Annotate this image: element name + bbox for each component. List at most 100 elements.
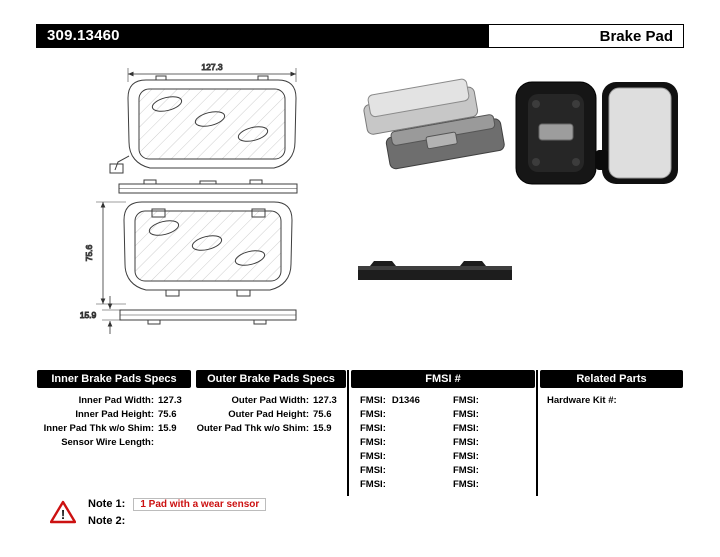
logo-stamp (148, 220, 180, 236)
outer-specs-column: Outer Brake Pads Specs Outer Pad Width: … (195, 370, 347, 436)
spec-label: Inner Pad Thk w/o Shim: (43, 423, 154, 434)
outer-pad-drawing: 127.3 (109, 62, 297, 174)
fmsi-value (386, 437, 392, 448)
technical-diagram: 127.3 75.6 (79, 62, 678, 334)
fmsi-entry: FMSI: (350, 422, 443, 436)
fmsi-value (479, 465, 485, 476)
fmsi-label: FMSI: (453, 395, 479, 406)
spec-value: 75.6 (158, 409, 177, 420)
logo-stamp (191, 235, 223, 251)
note-2-label: Note 2: (88, 515, 126, 527)
fmsi-label: FMSI: (360, 437, 386, 448)
header-bar: 309.13460 Brake Pad (36, 24, 684, 48)
fmsi-value (479, 437, 485, 448)
pad-side-profile-photo (358, 261, 512, 280)
dim-height-label: 75.6 (84, 244, 94, 261)
fmsi-value: D1346 (391, 395, 420, 406)
pad-friction-photo (596, 82, 678, 184)
warning-icon: ! (50, 500, 76, 524)
dim-thickness-label: 15.9 (80, 310, 97, 320)
part-number: 309.13460 (47, 27, 120, 44)
spec-label: Inner Pad Height: (75, 409, 154, 420)
logo-stamp (194, 111, 226, 127)
fmsi-value (386, 423, 392, 434)
fmsi-entry: FMSI: (350, 464, 443, 478)
fmsi-value (386, 451, 392, 462)
outer-specs-header: Outer Brake Pads Specs (196, 370, 346, 388)
fmsi-entry: FMSI: (350, 408, 443, 422)
fmsi-value (479, 423, 485, 434)
pads-3d-photo (363, 78, 505, 170)
logo-stamp (151, 96, 183, 112)
spec-value: 127.3 (158, 395, 182, 406)
product-title: Brake Pad (599, 27, 673, 45)
spec-row: Outer Pad Thk w/o Shim: 15.9 (195, 422, 347, 436)
fmsi-header: FMSI # (351, 370, 535, 388)
dim-width-label: 127.3 (201, 62, 223, 72)
fmsi-entry: FMSI: (443, 450, 536, 464)
fmsi-col-left: FMSI: D1346 FMSI: FMSI: FMSI: FMSI: FMSI:… (350, 394, 443, 492)
inner-specs-header: Inner Brake Pads Specs (37, 370, 191, 388)
inner-pad-drawing: 75.6 (84, 201, 293, 305)
fmsi-label: FMSI: (360, 409, 386, 420)
fmsi-label: FMSI: (453, 451, 479, 462)
fmsi-value (386, 479, 392, 490)
fmsi-label: FMSI: (453, 479, 479, 490)
spec-value: 15.9 (158, 423, 177, 434)
fmsi-label: FMSI: (360, 465, 386, 476)
fmsi-value (386, 409, 392, 420)
fmsi-col-right: FMSI: FMSI: FMSI: FMSI: FMSI: FMSI: FMSI… (443, 394, 536, 492)
logo-stamp (234, 250, 266, 266)
note-1: Note 1: 1 Pad with a wear sensor (88, 496, 267, 513)
fmsi-label: FMSI: (360, 395, 386, 406)
note-2: Note 2: (88, 513, 266, 530)
dim-thickness: 15.9 (79, 296, 122, 334)
svg-text:!: ! (61, 507, 65, 522)
spec-label: Inner Pad Width: (78, 395, 154, 406)
notes-section: ! Note 1: 1 Pad with a wear sensor Note … (50, 496, 267, 546)
edge-view-top-drawing (118, 179, 298, 194)
logo-stamp (237, 126, 269, 142)
fmsi-label: FMSI: (360, 451, 386, 462)
table-divider (347, 370, 349, 496)
pad-back-photo (515, 81, 597, 185)
fmsi-column: FMSI # FMSI: D1346 FMSI: FMSI: FMSI: FMSI… (350, 370, 536, 492)
spec-row: Inner Pad Thk w/o Shim: 15.9 (36, 422, 192, 436)
fmsi-value (479, 409, 485, 420)
spec-value: 127.3 (313, 395, 337, 406)
fmsi-entry: FMSI: (443, 436, 536, 450)
related-parts-row: Hardware Kit #: (539, 394, 684, 408)
fmsi-entry: FMSI: (443, 422, 536, 436)
fmsi-label: FMSI: (360, 423, 386, 434)
spec-row: Inner Pad Width: 127.3 (36, 394, 192, 408)
fmsi-label: FMSI: (453, 423, 479, 434)
spec-value: 75.6 (313, 409, 332, 420)
spec-value (154, 436, 192, 450)
fmsi-entry: FMSI: D1346 (350, 394, 443, 408)
fmsi-columns: FMSI: D1346 FMSI: FMSI: FMSI: FMSI: FMSI:… (350, 394, 536, 492)
inner-specs-column: Inner Brake Pads Specs Inner Pad Width: … (36, 370, 192, 450)
spec-row: Outer Pad Width: 127.3 (195, 394, 347, 408)
fmsi-entry: FMSI: (350, 436, 443, 450)
fmsi-label: FMSI: (360, 479, 386, 490)
fmsi-entry: FMSI: (443, 478, 536, 492)
product-title-box: Brake Pad (487, 25, 683, 47)
fmsi-entry: FMSI: (443, 464, 536, 478)
related-parts-column: Related Parts Hardware Kit #: (539, 370, 684, 408)
fmsi-value (479, 395, 485, 406)
note-1-text: 1 Pad with a wear sensor (133, 498, 267, 511)
spec-row: Outer Pad Height: 75.6 (195, 408, 347, 422)
spec-label: Outer Pad Width: (231, 395, 310, 406)
fmsi-label: FMSI: (453, 409, 479, 420)
fmsi-value (479, 479, 485, 490)
related-label: Hardware Kit #: (547, 395, 617, 406)
related-parts-header: Related Parts (540, 370, 683, 388)
fmsi-value (386, 465, 392, 476)
spec-label: Outer Pad Height: (228, 409, 309, 420)
fmsi-label: FMSI: (453, 465, 479, 476)
table-divider (536, 370, 538, 496)
spec-row: Inner Pad Height: 75.6 (36, 408, 192, 422)
spec-label: Sensor Wire Length: (61, 437, 154, 448)
fmsi-entry: FMSI: (350, 478, 443, 492)
